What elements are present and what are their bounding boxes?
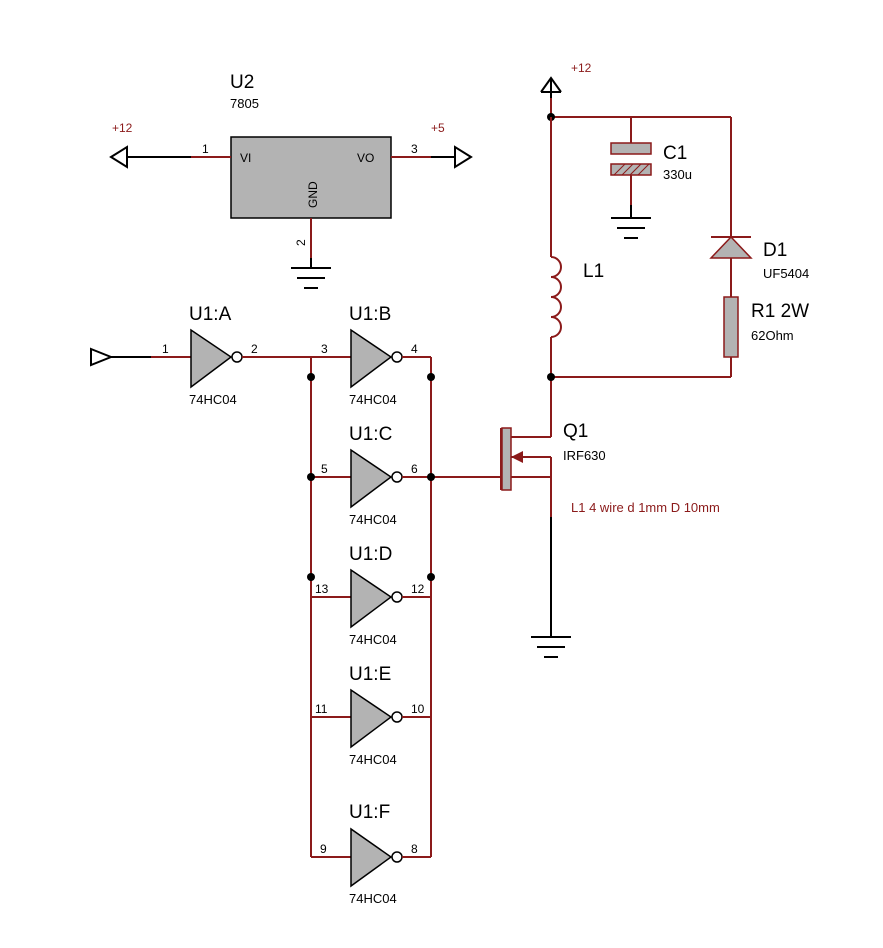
inverter-bubble — [391, 351, 403, 363]
inverter-bubble — [391, 851, 403, 863]
capacitor-c1: C1 330u — [610, 117, 692, 239]
l1-ref: L1 — [583, 261, 604, 282]
u1d-pin-in: 13 — [315, 582, 329, 596]
u1e-pin-out: 10 — [411, 702, 425, 716]
diode-icon — [709, 235, 753, 259]
u2-pin3: 3 — [411, 142, 418, 156]
resistor-icon — [723, 296, 739, 358]
u1f-ref: U1:F — [349, 802, 390, 823]
inverter-bubble — [391, 471, 403, 483]
inverter-icon — [350, 827, 393, 888]
inverter-icon — [350, 688, 393, 749]
u1d-ref: U1:D — [349, 544, 392, 565]
u2-pin-vi-label: VI — [240, 151, 251, 165]
inverter-u1c: U1:C 5 6 74HC04 — [311, 424, 431, 527]
q1-ref: Q1 — [563, 421, 588, 442]
u2-input-power-label: +12 — [112, 121, 133, 135]
inductor-l1: L1 — [550, 117, 604, 417]
inverter-bubble — [391, 711, 403, 723]
u1c-ref: U1:C — [349, 424, 392, 445]
diode-d1: D1 UF5404 — [709, 235, 809, 297]
ground-icon — [531, 636, 571, 658]
d1-value: UF5404 — [763, 266, 809, 281]
u1b-pin-out: 4 — [411, 342, 418, 356]
u2-ref: U2 — [230, 72, 254, 93]
u1a-pin-out: 2 — [251, 342, 258, 356]
u1f-value: 74HC04 — [349, 891, 397, 906]
power-stage: +12 C1 330u — [500, 61, 809, 658]
power-in-arrow-icon — [109, 145, 128, 169]
u2-pin-gnd-label: GND — [306, 181, 320, 208]
ground-icon — [611, 217, 651, 239]
u1d-value: 74HC04 — [349, 632, 397, 647]
u1f-pin-out: 8 — [411, 842, 418, 856]
power-arrow-up-icon — [540, 76, 562, 93]
u1a-ref: U1:A — [189, 304, 232, 325]
u1b-value: 74HC04 — [349, 392, 397, 407]
inverter-u1e: U1:E 11 10 74HC04 — [311, 664, 431, 767]
inductor-coil-icon — [550, 256, 562, 338]
u2-pin2: 2 — [294, 239, 308, 246]
coil-note: L1 4 wire d 1mm D 10mm — [571, 500, 720, 515]
u1c-pin-out: 6 — [411, 462, 418, 476]
u1c-value: 74HC04 — [349, 512, 397, 527]
u1b-pin-in: 3 — [321, 342, 328, 356]
inverter-icon — [350, 328, 393, 389]
u1c-pin-in: 5 — [321, 462, 328, 476]
power-out-arrow-icon — [454, 145, 473, 169]
mosfet-channel — [501, 427, 512, 491]
d1-ref: D1 — [763, 240, 787, 261]
inverter-u1f: U1:F 9 8 74HC04 — [311, 802, 431, 906]
u1b-ref: U1:B — [349, 304, 391, 325]
u1e-pin-in: 11 — [315, 702, 328, 716]
u1f-pin-in: 9 — [320, 842, 327, 856]
u1a-pin-in: 1 — [162, 342, 169, 356]
ground-icon — [291, 267, 331, 289]
resistor-r1: R1 2W 62Ohm — [723, 296, 809, 377]
u2-value: 7805 — [230, 96, 259, 111]
q1-value: IRF630 — [563, 448, 606, 463]
u1e-ref: U1:E — [349, 664, 391, 685]
input-arrow-icon — [90, 347, 114, 367]
capacitor-plate-icon — [610, 142, 652, 155]
c1-value: 330u — [663, 167, 692, 182]
u1d-pin-out: 12 — [411, 582, 425, 596]
inverter-icon — [190, 328, 233, 389]
inverter-icon — [350, 448, 393, 509]
inverter-bubble — [391, 591, 403, 603]
power-top-label: +12 — [571, 61, 592, 75]
inverter-u1b: U1:B 3 4 74HC04 — [311, 304, 431, 407]
u2-pin-vo-label: VO — [357, 151, 374, 165]
junction-dots — [307, 373, 435, 581]
r1-value: 62Ohm — [751, 328, 794, 343]
mosfet-arrow-icon — [511, 451, 523, 463]
inverter-u1a: U1:A 1 2 74HC04 — [162, 304, 258, 407]
mosfet-q1: Q1 IRF630 — [500, 417, 606, 658]
r1-ref: R1 2W — [751, 301, 809, 322]
inverter-u1d: U1:D 13 12 74HC04 — [311, 544, 431, 647]
u2-body — [230, 136, 392, 219]
u1e-value: 74HC04 — [349, 752, 397, 767]
u2-pin1: 1 — [202, 142, 209, 156]
u1a-value: 74HC04 — [189, 392, 237, 407]
inverter-bubble — [231, 351, 243, 363]
u2-output-power-label: +5 — [431, 121, 445, 135]
c1-ref: C1 — [663, 143, 687, 164]
input-terminal — [90, 347, 191, 367]
regulator-u2: U2 7805 VI VO GND 1 3 2 +12 +5 — [109, 72, 473, 289]
inverter-icon — [350, 568, 393, 629]
